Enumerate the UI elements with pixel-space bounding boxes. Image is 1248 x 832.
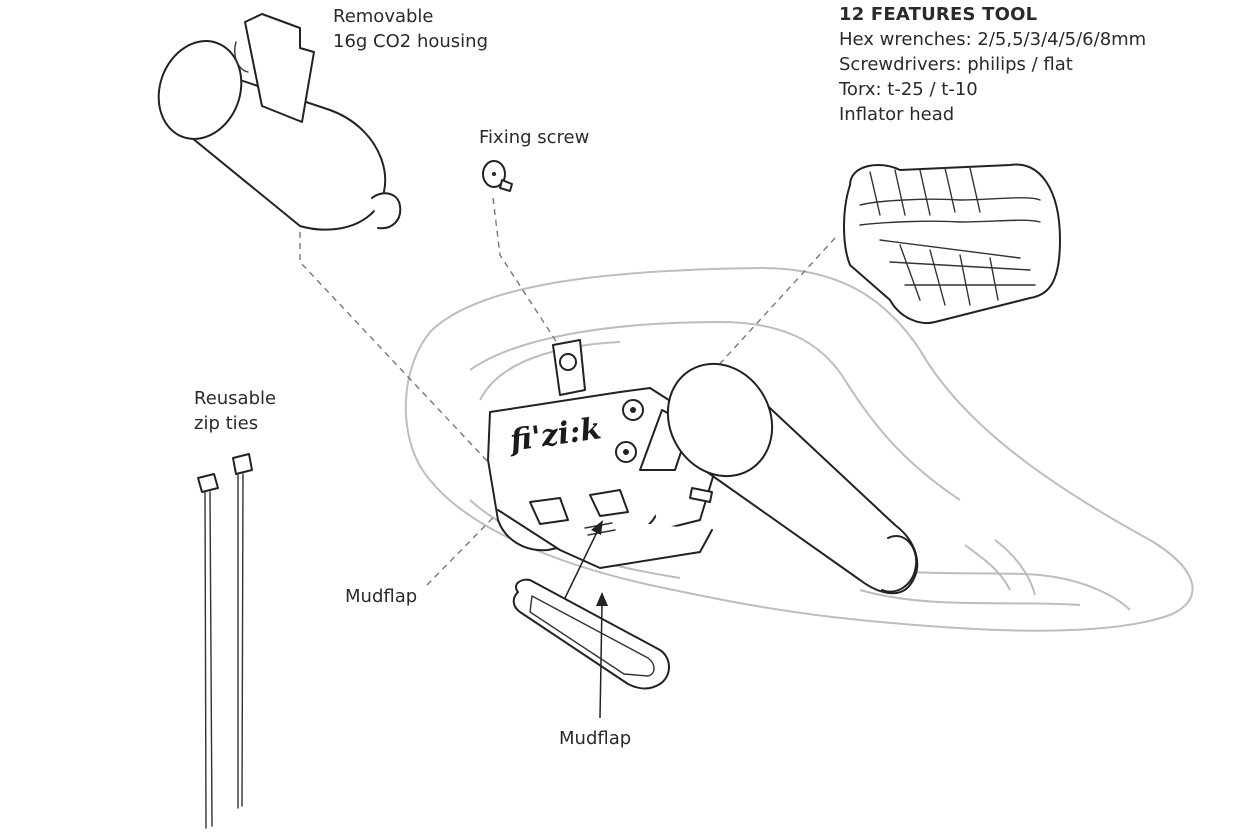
mounted-co2-canister	[666, 362, 919, 595]
label-zip-ties: Reusable zip ties	[194, 386, 276, 436]
mudflap-part	[512, 578, 670, 690]
label-zip-line-1: Reusable	[194, 388, 277, 409]
label-co2-housing: Removable 16g CO2 housing	[333, 4, 488, 54]
label-mudflap-bottom: Mudflap	[559, 728, 632, 749]
label-zip-line-2: zip ties	[194, 413, 259, 434]
zip-ties	[197, 453, 253, 829]
multi-tool	[843, 163, 1061, 324]
label-co2-line-2: 16g CO2 housing	[333, 31, 489, 52]
features-line-torx: Torx: t-25 / t-10	[839, 79, 978, 100]
features-line-screwdrivers: Screwdrivers: philips / flat	[839, 54, 1073, 75]
fixing-screw	[482, 160, 513, 192]
arrows	[564, 520, 608, 719]
features-heading: 12 FEATURES TOOL	[839, 4, 1038, 25]
co2-housing	[157, 13, 402, 231]
label-co2-line-1: Removable	[333, 6, 434, 27]
label-mudflap-left: Mudflap	[345, 586, 418, 607]
label-features-tool: 12 FEATURES TOOL Hex wrenches: 2/5,5/3/4…	[839, 2, 1146, 127]
features-line-inflator: Inflator head	[839, 104, 955, 125]
features-line-hex: Hex wrenches: 2/5,5/3/4/5/6/8mm	[839, 29, 1147, 50]
label-fixing-screw: Fixing screw	[479, 127, 590, 148]
